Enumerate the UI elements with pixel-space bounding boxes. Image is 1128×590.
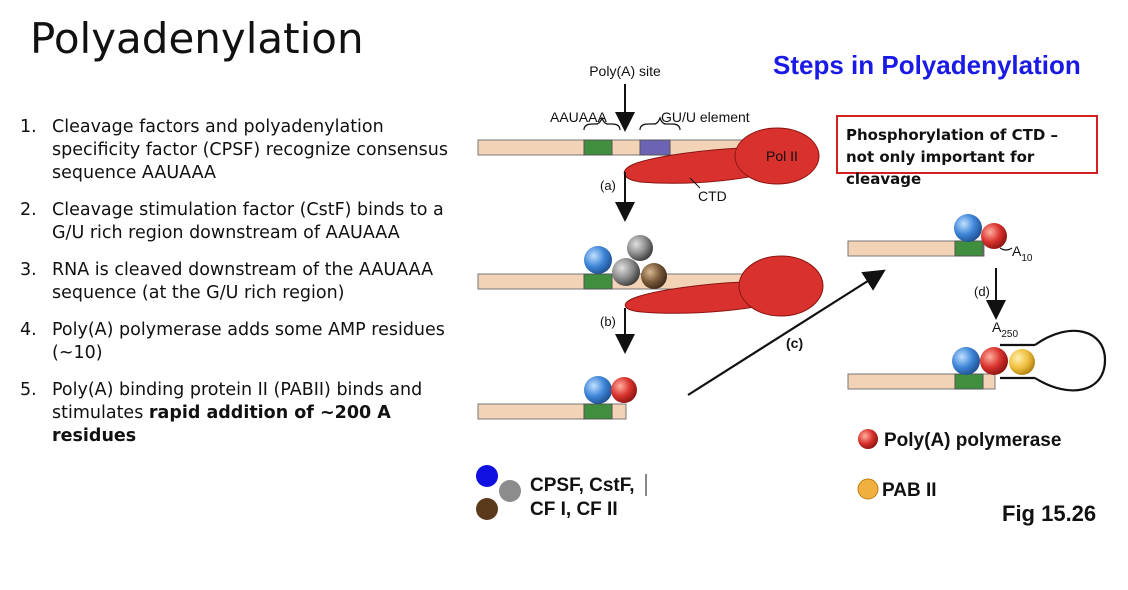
polya-tail-short [999, 247, 1013, 251]
step-c-label: (c) [786, 335, 803, 351]
aauaaa-bracket [583, 116, 621, 131]
legend-pab2-dot [857, 478, 879, 500]
polya-polymerase-sphere [611, 377, 637, 403]
cpsf-sphere [952, 347, 980, 375]
legend-cf-dot [476, 498, 498, 520]
cpsf-sphere [584, 246, 612, 274]
step-item: 3.RNA is cleaved downstream of the AAUAA… [20, 260, 434, 303]
gu-bracket [639, 116, 681, 131]
steps-list: 1.Cleavage factors and polyadenylation s… [20, 116, 470, 462]
pol2-shape [738, 255, 824, 317]
legend-cstf-dot [499, 480, 521, 502]
step-item: 4.Poly(A) polymerase adds some AMP resid… [20, 320, 445, 363]
a10-base: A [1012, 243, 1022, 259]
diagram-title: Steps in Polyadenylation [773, 50, 1081, 80]
a250-label: A250 [992, 319, 1018, 340]
legend-cpsf-dot [476, 465, 498, 487]
gu-element-label: GU/U element [661, 109, 750, 125]
step-c-arrow [687, 269, 886, 396]
a250-base: A [992, 319, 1002, 335]
legend-polya-polymerase-dot [858, 429, 878, 449]
cf-sphere [641, 263, 667, 289]
legend-polya-polymerase-label: Poly(A) polymerase [884, 430, 1061, 451]
aauaaa-box [954, 240, 984, 257]
a10-subscript: 10 [1021, 253, 1033, 264]
legend-pab2-label: PAB II [882, 480, 937, 501]
step-emphasis: rapid addition of ~200 A residues [52, 403, 391, 446]
rna-strand-cleaved [847, 240, 985, 257]
step-item: 1.Cleavage factors and polyadenylation s… [20, 117, 448, 183]
step-d-label: (d) [974, 284, 990, 299]
ctd-pointer [689, 177, 701, 189]
polya-polymerase-sphere [980, 347, 1008, 375]
aauaaa-box [583, 403, 613, 420]
cpsf-sphere [954, 214, 982, 242]
step-item: 2.Cleavage stimulation factor (CstF) bin… [20, 200, 444, 243]
ctd-callout-box: Phosphorylation of CTD – not only import… [836, 115, 1098, 188]
step-a-label: (a) [600, 178, 616, 193]
pab2-sphere [1009, 349, 1035, 375]
a10-label: A10 [1012, 243, 1033, 264]
legend-factors-line2: CF I, CF II [530, 499, 618, 520]
step-item: 5.Poly(A) binding protein II (PABII) bin… [20, 380, 423, 446]
aauaaa-box [583, 273, 613, 290]
step-b-label: (b) [600, 314, 616, 329]
cstf-sphere [627, 235, 653, 261]
ctd-label: CTD [698, 188, 727, 204]
pol2-label: Pol II [766, 148, 798, 164]
aauaaa-label: AAUAAA [550, 109, 607, 125]
polya-polymerase-sphere [981, 223, 1007, 249]
page-title: Polyadenylation [30, 14, 364, 63]
pol2-shape [734, 127, 820, 185]
a250-subscript: 250 [1001, 329, 1018, 340]
polya-site-label: Poly(A) site [589, 63, 661, 79]
aauaaa-box [583, 139, 613, 156]
polya-tail-loop [1034, 329, 1107, 392]
gu-box [639, 139, 671, 156]
cpsf-sphere [584, 376, 612, 404]
cf-sphere [612, 258, 640, 286]
aauaaa-box [954, 373, 984, 390]
legend-factors-line1: CPSF, CstF, [530, 475, 635, 496]
figure-number: Fig 15.26 [1002, 501, 1096, 526]
